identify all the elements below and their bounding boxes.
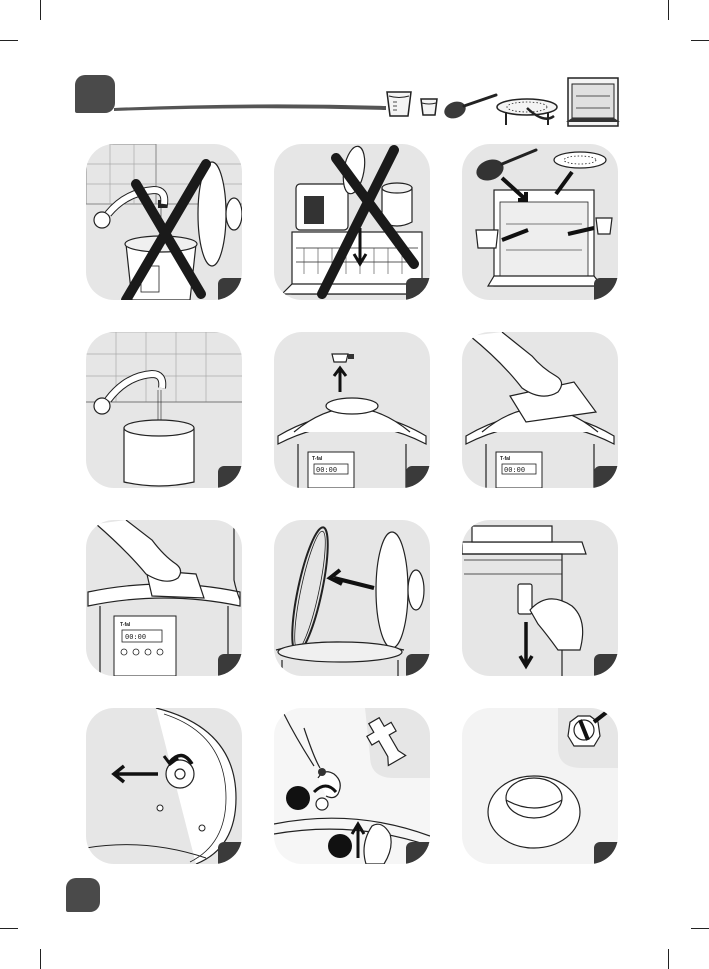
- spatula-icon: [442, 92, 498, 122]
- crop-mark: [40, 0, 41, 20]
- crop-mark: [40, 949, 41, 969]
- step-number: [218, 466, 242, 488]
- crop-mark: [668, 0, 669, 20]
- panel-1-no-tap-rinse: [86, 144, 242, 300]
- small-cup-icon: [418, 96, 440, 118]
- panel-9-pull-condensation-cup: [462, 520, 618, 676]
- step-number: [406, 466, 430, 488]
- panel-5-remove-valve: T-fal 00:00: [274, 332, 430, 488]
- crop-mark: [691, 40, 709, 41]
- panel-6-wipe-lid: T-fal 00:00: [462, 332, 618, 488]
- page-badge: [66, 878, 100, 912]
- display-digits: 00:00: [125, 633, 146, 641]
- panel-10-remove-lid-cover: [86, 708, 242, 864]
- crop-mark: [0, 928, 18, 929]
- display-digits: 00:00: [316, 466, 337, 474]
- panel-7-wipe-rim: T-fal 00:00: [86, 520, 242, 676]
- step-number: [218, 278, 242, 300]
- step-number: [594, 278, 618, 300]
- panel-3-accessories-dishwasher: [462, 144, 618, 300]
- crop-mark: [0, 40, 18, 41]
- display-digits: 00:00: [504, 466, 525, 474]
- panel-4-rinse-inner-pot: [86, 332, 242, 488]
- step-number: [218, 842, 242, 864]
- step-number: [594, 466, 618, 488]
- step-number: [406, 842, 430, 864]
- step-number: [406, 278, 430, 300]
- step-number: [594, 842, 618, 864]
- brand-label: T-fal: [120, 622, 131, 628]
- dishwasher-icon: [562, 76, 624, 132]
- crop-mark: [691, 928, 709, 929]
- header-rule: [110, 98, 390, 114]
- steam-rack-icon: [494, 96, 560, 128]
- measuring-cup-icon: [383, 88, 415, 120]
- brand-label: T-fal: [500, 456, 511, 462]
- step-number: [594, 654, 618, 676]
- panel-12-clean-valve-cap: [462, 708, 618, 864]
- panel-2-no-dishwasher: [274, 144, 430, 300]
- panel-8-remove-seal: [274, 520, 430, 676]
- brand-label: T-fal: [312, 456, 323, 462]
- step-number: [218, 654, 242, 676]
- crop-mark: [668, 949, 669, 969]
- step-number: [406, 654, 430, 676]
- section-badge: [75, 75, 115, 113]
- panel-11-unscrew-valve: [274, 708, 430, 864]
